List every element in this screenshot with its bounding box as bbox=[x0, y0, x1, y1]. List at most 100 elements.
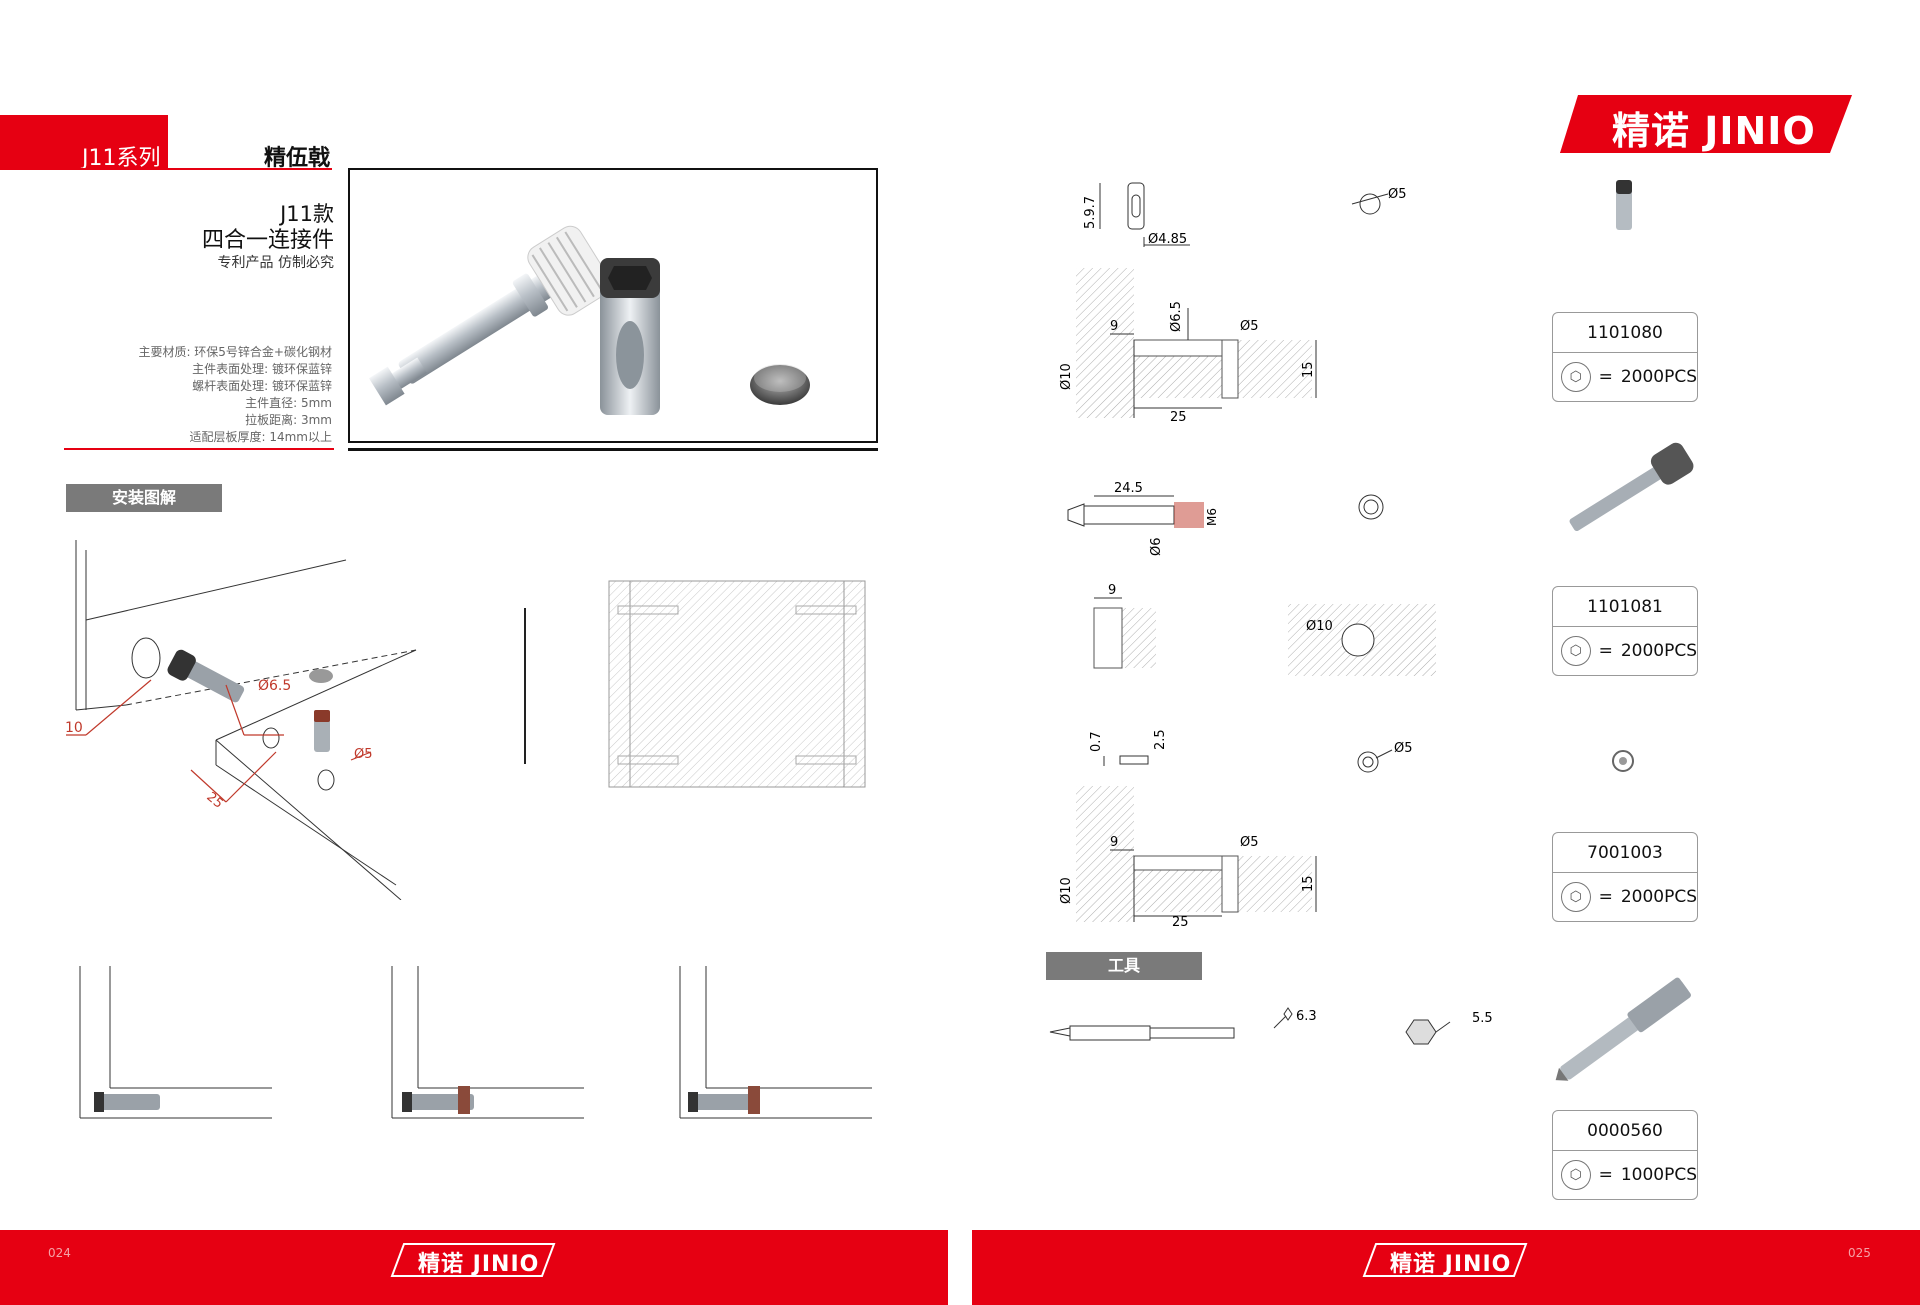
dim-row2-d10: Ø10 bbox=[1059, 363, 1074, 390]
package-qty: 2000PCS bbox=[1620, 641, 1697, 661]
footer-logo-right: 精诺 JINIO bbox=[1390, 1252, 1512, 1277]
spec-material: 主要材质: 环保5号锌合金+碳化钢材 bbox=[138, 345, 332, 359]
footer-right bbox=[972, 1230, 1920, 1305]
spec-body-finish: 主件表面处理: 镀环保蓝锌 bbox=[192, 362, 332, 376]
product-code: 7001003 bbox=[1553, 833, 1697, 873]
install-step-1 bbox=[79, 966, 272, 1119]
product-code: 0000560 bbox=[1553, 1111, 1697, 1151]
footer-logo-left-frame bbox=[390, 1243, 556, 1277]
install-dim-d5: Ø5 bbox=[354, 747, 373, 762]
dim-row2-l25: 25 bbox=[1170, 410, 1187, 425]
equals-sign: = bbox=[1598, 1165, 1613, 1185]
product-code-box-3: 7001003 ⬡ = 2000PCS bbox=[1552, 832, 1698, 922]
package-qty: 2000PCS bbox=[1620, 887, 1697, 907]
dim-row2-w9: 9 bbox=[1110, 319, 1118, 334]
spec-board-thickness: 适配层板厚度: 14mm以上 bbox=[189, 430, 332, 444]
dim-row4-d10: Ø10 bbox=[1306, 619, 1333, 634]
part-bolt-dim: 24.5 M6 Ø6 bbox=[1067, 481, 1219, 556]
dim-row1-d5: Ø5 bbox=[1388, 187, 1407, 202]
package-qty: 2000PCS bbox=[1620, 367, 1697, 387]
package-qty-row: ⬡ = 2000PCS bbox=[1553, 873, 1697, 921]
install-step-3 bbox=[679, 966, 872, 1119]
equals-sign: = bbox=[1598, 367, 1613, 387]
dim-row6-d10: Ø10 bbox=[1059, 877, 1074, 904]
part-cam-side-dim: 5.9.7 Ø4.85 bbox=[1083, 182, 1190, 247]
dim-tool-hex63: 6.3 bbox=[1296, 1009, 1317, 1024]
dim-row4-w9: 9 bbox=[1108, 584, 1116, 598]
product-model: J11款 bbox=[280, 202, 334, 226]
diagram-divider bbox=[524, 608, 526, 764]
part-cam-top-dim: Ø5 bbox=[1351, 187, 1407, 215]
product-code: 1101080 bbox=[1553, 313, 1697, 353]
header-rule bbox=[0, 168, 332, 170]
spec-diameter: 主件直径: 5mm bbox=[245, 396, 332, 410]
product-name: 四合一连接件 bbox=[201, 228, 334, 253]
dim-row5-h25: 2.5 bbox=[1153, 729, 1168, 750]
package-qty: 1000PCS bbox=[1620, 1165, 1697, 1185]
install-dim-d10: Ø10 bbox=[66, 720, 83, 736]
product-code-box-2: 1101081 ⬡ = 2000PCS bbox=[1552, 586, 1698, 676]
patent-notice: 专利产品 仿制必究 bbox=[217, 255, 334, 271]
install-step-2 bbox=[391, 966, 584, 1119]
tool-hex-dim: 5.5 bbox=[1405, 1011, 1493, 1045]
dim-row5-h07: 0.7 bbox=[1089, 731, 1104, 752]
spec-screw-finish: 螺杆表面处理: 镀环保蓝锌 bbox=[192, 379, 332, 393]
install-dim-d65: Ø6.5 bbox=[258, 678, 291, 694]
footer-left bbox=[0, 1230, 948, 1305]
dim-row3-l245: 24.5 bbox=[1114, 481, 1143, 496]
package-box-icon: ⬡ bbox=[1561, 636, 1591, 666]
part-hole-top: Ø10 bbox=[1288, 604, 1436, 676]
footer-logo-left: 精诺 JINIO bbox=[418, 1252, 540, 1277]
dim-row2-h15: 15 bbox=[1301, 361, 1316, 378]
dim-row5-d5: Ø5 bbox=[1394, 741, 1413, 756]
product-brand-name: 精伍戟 bbox=[264, 146, 331, 171]
dim-row3-d6: Ø6 bbox=[1149, 537, 1164, 556]
package-qty-row: ⬡ = 1000PCS bbox=[1553, 1151, 1697, 1199]
spec-pull-distance: 拉板距离: 3mm bbox=[245, 413, 332, 427]
photo-rule bbox=[348, 448, 878, 451]
product-render-image bbox=[368, 225, 810, 415]
brand-logo-text: 精诺 JINIO bbox=[1612, 109, 1816, 153]
part-bolt-render bbox=[1569, 442, 1694, 532]
equals-sign: = bbox=[1598, 641, 1613, 661]
dim-597: 5.9.7 bbox=[1083, 196, 1098, 229]
spec-rule bbox=[64, 448, 334, 450]
product-code-box-1: 1101080 ⬡ = 2000PCS bbox=[1552, 312, 1698, 402]
page-number-right: 025 bbox=[1848, 1246, 1871, 1260]
part-cap-top-dim: Ø5 bbox=[1357, 741, 1413, 773]
dim-row6-d5: Ø5 bbox=[1240, 835, 1259, 850]
tools-tag: 工具 bbox=[1046, 952, 1202, 980]
install-dim-len25: 25 bbox=[203, 790, 225, 812]
package-qty-row: ⬡ = 2000PCS bbox=[1553, 627, 1697, 675]
part-cam-render bbox=[1616, 180, 1632, 230]
dim-row2-d5: Ø5 bbox=[1240, 319, 1259, 334]
cabinet-front-diagram bbox=[608, 580, 866, 788]
footer-logo-right-frame bbox=[1362, 1243, 1528, 1277]
section-drawing-1: 9 Ø6.5 Ø5 Ø10 15 25 bbox=[1059, 268, 1317, 425]
series-tab bbox=[0, 115, 168, 169]
install-isometric-diagram: Ø10 Ø6.5 Ø5 25 bbox=[66, 540, 417, 900]
product-code-box-4: 0000560 ⬡ = 1000PCS bbox=[1552, 1110, 1698, 1200]
equals-sign: = bbox=[1598, 887, 1613, 907]
dim-row3-m6: M6 bbox=[1205, 508, 1219, 526]
page-number-left: 024 bbox=[48, 1246, 71, 1260]
package-qty-row: ⬡ = 2000PCS bbox=[1553, 353, 1697, 401]
brand-logo bbox=[1560, 95, 1852, 153]
part-hole-side: 9 bbox=[1093, 584, 1156, 669]
dim-row6-l25: 25 bbox=[1172, 915, 1189, 926]
part-cap-render bbox=[1612, 750, 1634, 772]
dim-row2-d65: Ø6.5 bbox=[1169, 301, 1184, 332]
package-box-icon: ⬡ bbox=[1561, 882, 1591, 912]
section-drawing-2: 9 Ø5 Ø10 15 25 bbox=[1059, 786, 1317, 926]
dim-row6-h15: 15 bbox=[1301, 875, 1316, 892]
tool-bit-render bbox=[1555, 977, 1691, 1081]
series-label: J11系列 bbox=[82, 146, 161, 171]
product-photo bbox=[348, 168, 878, 443]
package-box-icon: ⬡ bbox=[1561, 362, 1591, 392]
dim-tool-hex55: 5.5 bbox=[1472, 1011, 1493, 1026]
dim-row6-w9: 9 bbox=[1110, 835, 1118, 850]
part-cap-side-dim: 0.7 2.5 bbox=[1089, 729, 1168, 766]
tool-bit-dim: 6.3 bbox=[1049, 1007, 1317, 1041]
dim-d485: Ø4.85 bbox=[1148, 232, 1187, 247]
part-bolt-end-view bbox=[1358, 494, 1384, 520]
